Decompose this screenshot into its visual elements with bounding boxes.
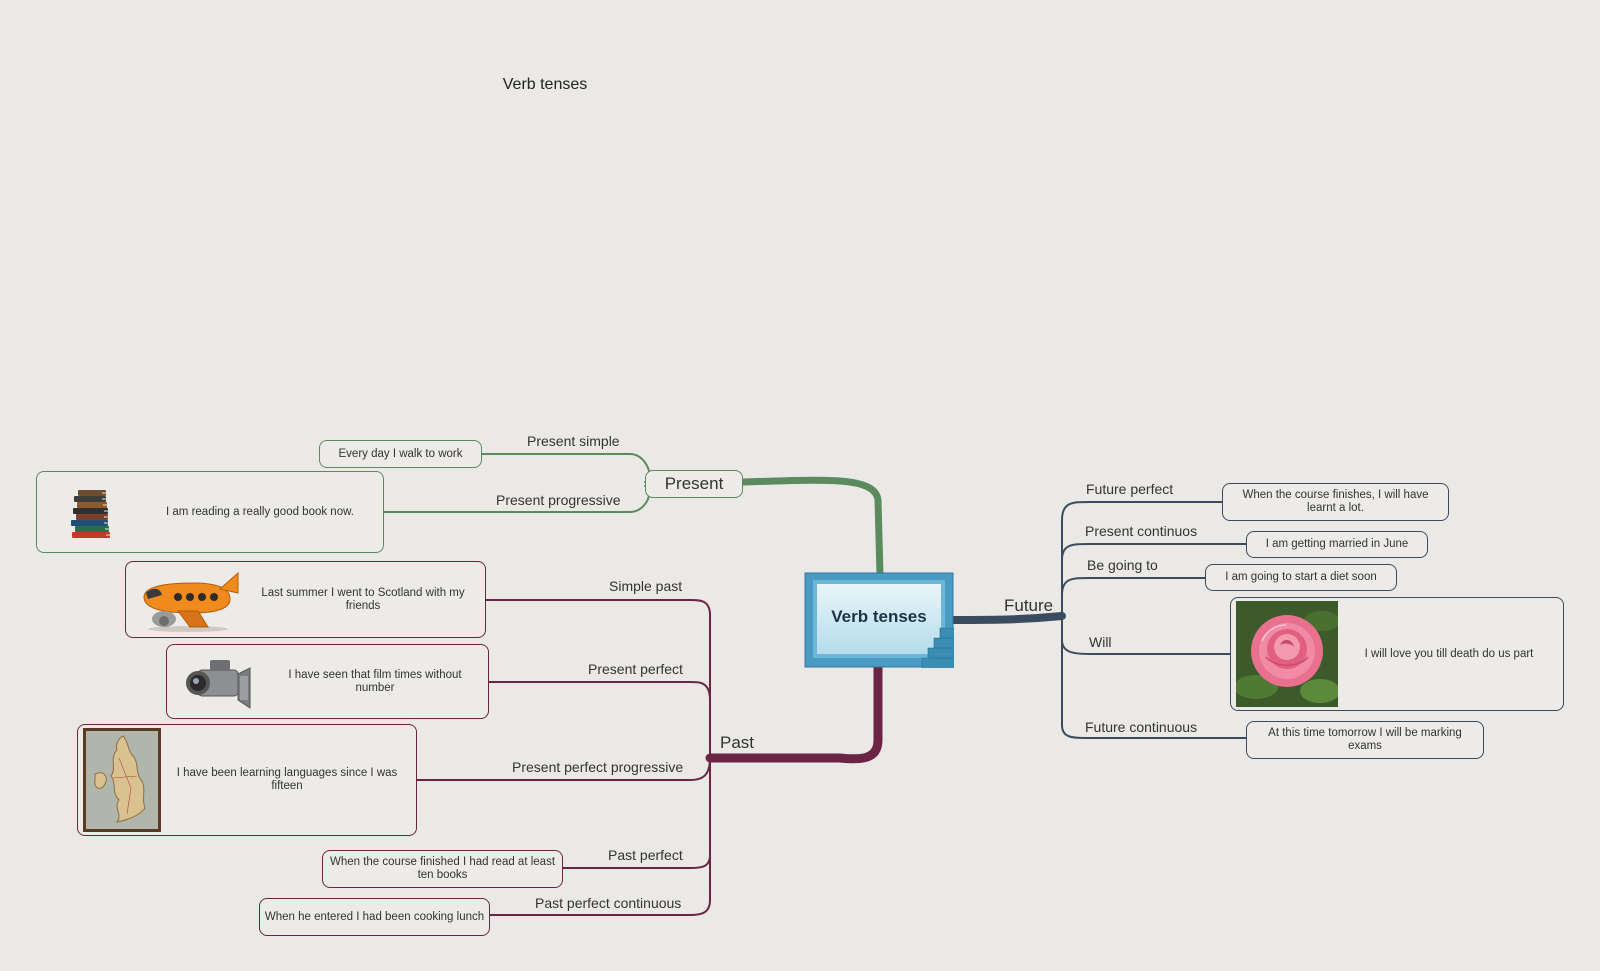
example-future-continuous[interactable]: At this time tomorrow I will be marking … [1246, 721, 1484, 759]
example-present-perfect[interactable]: I have seen that film times without numb… [166, 644, 489, 719]
example-will[interactable]: I will love you till death do us part [1230, 597, 1564, 711]
central-topic-label: Verb tenses [831, 607, 927, 626]
tense-label-present-progressive: Present progressive [496, 492, 621, 508]
branch-past-label[interactable]: Past [720, 733, 755, 752]
example-past-perfect-continuous[interactable]: When he entered I had been cooking lunch [259, 898, 490, 936]
example-past-perfect[interactable]: When the course finished I had read at l… [322, 850, 563, 888]
tense-label-present-simple: Present simple [527, 433, 620, 449]
tense-label-future-perfect: Future perfect [1086, 481, 1174, 497]
example-be-going-to[interactable]: I am going to start a diet soon [1205, 564, 1397, 591]
tense-label-simple-past: Simple past [609, 578, 683, 594]
rose-image [1235, 601, 1339, 707]
example-text: Last summer I went to Scotland with my f… [261, 586, 465, 612]
tense-label-will: Will [1089, 634, 1112, 650]
tense-label-past-perfect: Past perfect [608, 847, 683, 863]
example-text: Every day I walk to work [338, 447, 463, 460]
central-topic-frame [804, 572, 961, 671]
airplane-icon [130, 567, 245, 633]
example-text: When the course finishes, I will have le… [1242, 489, 1429, 514]
books-icon [41, 484, 141, 540]
example-present-progressive[interactable]: I am reading a really good book now. [36, 471, 384, 553]
example-text: I am getting married in June [1265, 538, 1409, 550]
example-text: When he entered I had been cooking lunch [264, 910, 485, 923]
camcorder-icon [171, 654, 266, 710]
branch-present[interactable]: Present [645, 470, 743, 498]
map-image [82, 728, 162, 832]
tense-label-future-continuous: Future continuous [1085, 719, 1198, 735]
example-text: I am going to start a diet soon [1225, 571, 1377, 583]
example-text: I have been learning languages since I w… [176, 767, 398, 792]
tense-label-present-continuos: Present continuos [1085, 523, 1198, 539]
tense-label-past-perfect-continuous: Past perfect continuous [535, 895, 682, 911]
example-text: I will love you till death do us part [1364, 647, 1534, 660]
example-present-perfect-progressive[interactable]: I have been learning languages since I w… [77, 724, 417, 836]
example-present-simple[interactable]: Every day I walk to work [319, 440, 482, 468]
example-text: When the course finished I had read at l… [329, 856, 556, 881]
tense-label-be-going-to: Be going to [1087, 557, 1158, 573]
example-text: I am reading a really good book now. [166, 505, 354, 518]
central-topic[interactable] [804, 572, 961, 671]
tense-label-present-perfect: Present perfect [588, 661, 683, 677]
document-title: Verb tenses [502, 76, 588, 93]
example-simple-past[interactable]: Last summer I went to Scotland with my f… [125, 561, 486, 638]
tense-label-present-perfect-progressive: Present perfect progressive [512, 759, 684, 775]
example-text: I have seen that film times without numb… [288, 668, 462, 694]
example-text: At this time tomorrow I will be marking … [1268, 727, 1462, 752]
example-future-perfect[interactable]: When the course finishes, I will have le… [1222, 483, 1449, 521]
branch-present-label: Present [664, 474, 724, 493]
branch-future-label[interactable]: Future [1004, 596, 1054, 615]
example-present-continuos[interactable]: I am getting married in June [1246, 531, 1428, 558]
